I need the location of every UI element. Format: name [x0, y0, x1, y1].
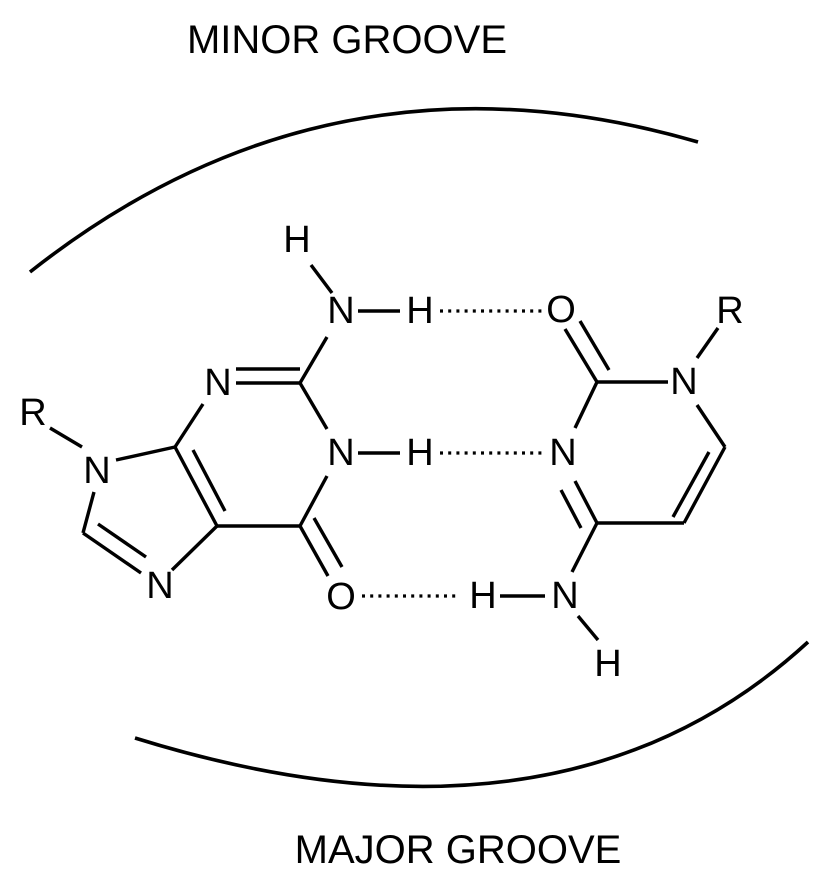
cytosine-r-label: R — [716, 290, 743, 332]
guanine-n2-label: N — [327, 290, 354, 332]
cytosine-amino-h-bond: H — [469, 575, 496, 617]
cytosine-amino-h-bottom: H — [594, 643, 621, 685]
major-groove-label: MAJOR GROOVE — [295, 828, 622, 872]
cytosine-carbonyl-o: O — [546, 289, 576, 331]
minor-groove-arc — [28, 106, 699, 274]
minor-groove-label: MINOR GROOVE — [187, 18, 507, 62]
cytosine-n3-label: N — [549, 432, 576, 474]
guanine-n1-label: N — [327, 432, 354, 474]
guanine-amino-h-bond: H — [406, 290, 433, 332]
cytosine-n4-label: N — [551, 575, 578, 617]
guanine-r-label: R — [19, 392, 46, 434]
major-groove-arc — [134, 640, 810, 789]
guanine-n3-label: N — [204, 362, 231, 404]
guanine-n7-label: N — [146, 565, 173, 607]
guanine-bonds — [49, 263, 400, 577]
guanine-imino-h: H — [406, 432, 433, 474]
guanine-amino-h-top: H — [283, 219, 310, 261]
guanine-carbonyl-o: O — [326, 576, 356, 618]
cytosine-n1-label: N — [670, 361, 697, 403]
cytosine-bonds — [500, 320, 727, 642]
hydrogen-bonds — [362, 309, 545, 598]
guanine-n9-label: N — [83, 450, 110, 492]
